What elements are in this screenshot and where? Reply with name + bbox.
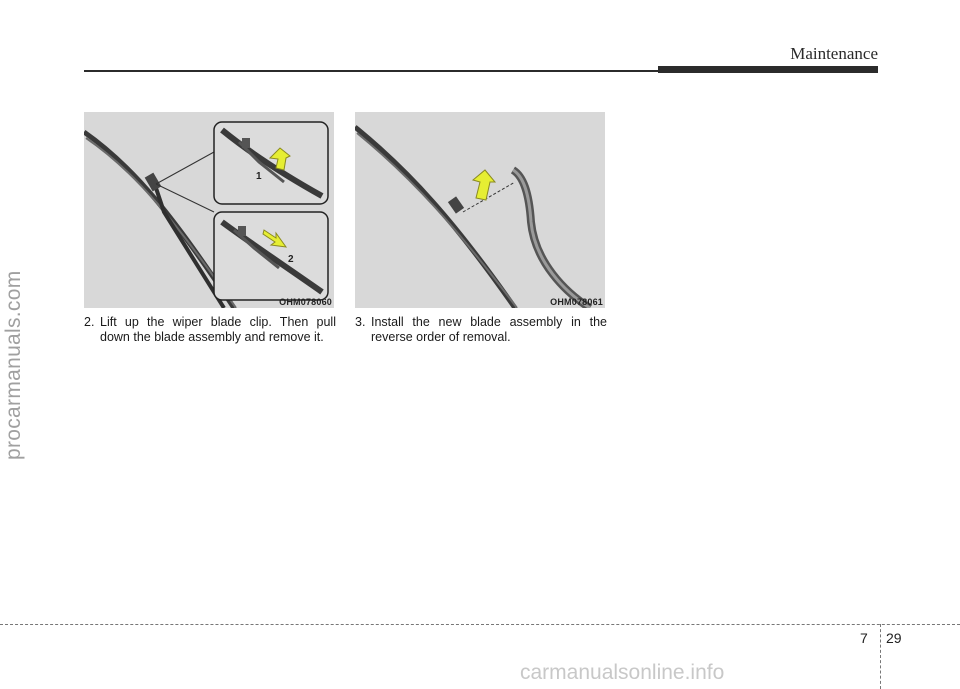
step-number: 2. [84,315,95,329]
step-2: 2. Lift up the wiper blade clip. Then pu… [84,315,336,345]
wiper-install-figure: OHM078061 [355,112,605,308]
section-title: Maintenance [790,44,878,63]
wiper-removal-figure: 1 2 OHM078060 [84,112,334,308]
footer-divider [0,624,960,625]
step-number: 3. [355,315,366,329]
wiper-install-illustration [355,125,593,308]
inset-detail-2: 2 [213,211,329,301]
step-text: Lift up the wiper blade clip. Then pull … [100,315,336,344]
callout-1: 1 [256,171,262,182]
header-rule-accent [658,66,878,73]
footer-page-divider [880,624,881,689]
step-text: Install the new blade assembly in the re… [371,315,607,344]
inset-detail-1: 1 [213,121,329,205]
step-3: 3. Install the new blade assembly in the… [355,315,607,345]
page-number: 29 [886,630,902,646]
side-watermark: procarmanuals.com [2,270,25,460]
install-arrow-icon [471,169,497,201]
bottom-watermark: carmanualsonline.info [520,661,725,684]
header-rule [84,70,660,72]
figure-code: OHM078061 [550,297,603,307]
wiper-removal-illustration: 1 2 [84,121,329,308]
chapter-number: 7 [860,630,868,646]
callout-2: 2 [288,254,294,265]
figure-code: OHM078060 [279,297,332,307]
pull-down-arrow-icon [262,229,288,248]
lift-arrow-icon [268,147,291,171]
